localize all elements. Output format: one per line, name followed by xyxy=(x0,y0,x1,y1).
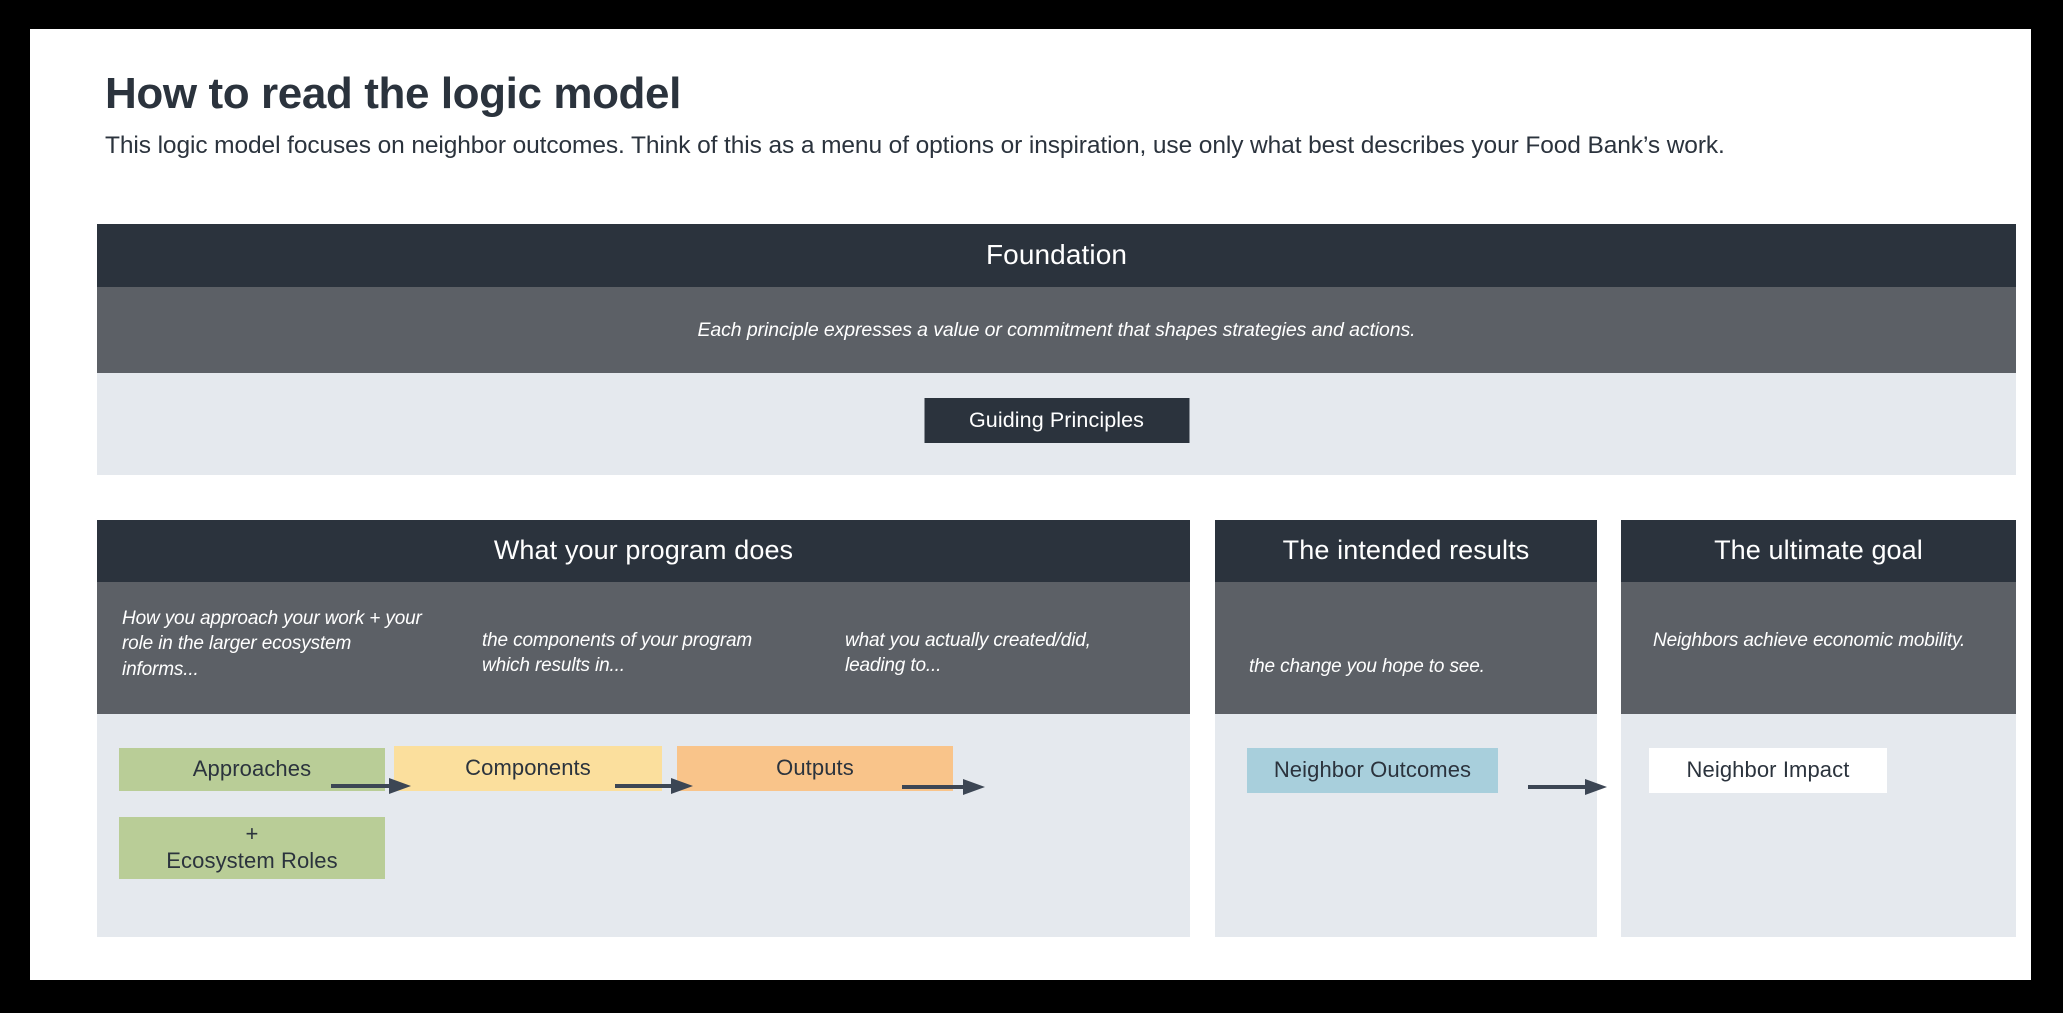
caption-results: the change you hope to see. xyxy=(1249,656,1485,677)
caption-goal: Neighbors achieve economic mobility. xyxy=(1653,630,1966,651)
arrow-components-to-outputs-icon xyxy=(615,776,695,796)
arrow-outputs-to-outcomes-icon xyxy=(902,777,987,797)
results-panel-header: The intended results xyxy=(1215,520,1597,582)
results-body: Neighbor Outcomes xyxy=(1215,714,1597,937)
box-outputs[interactable]: Outputs xyxy=(677,746,953,791)
results-panel: The intended results the change you hope… xyxy=(1215,520,1597,937)
arrow-outcomes-to-impact-icon xyxy=(1528,777,1609,797)
goal-panel: The ultimate goal Neighbors achieve econ… xyxy=(1621,520,2016,937)
header-block: How to read the logic model This logic m… xyxy=(105,69,2005,162)
program-panel: What your program does How you approach … xyxy=(97,520,1190,937)
results-caption-band: the change you hope to see. xyxy=(1215,582,1597,714)
box-components[interactable]: Components xyxy=(394,746,662,791)
box-neighbor-impact[interactable]: Neighbor Impact xyxy=(1649,748,1887,793)
foundation-note: Each principle expresses a value or comm… xyxy=(697,318,1416,341)
ecosystem-plus-sign: + xyxy=(245,821,259,847)
page-title: How to read the logic model xyxy=(105,69,681,118)
page-subtitle: This logic model focuses on neighbor out… xyxy=(105,132,1725,160)
foundation-panel: Foundation Each principle expresses a va… xyxy=(97,224,2016,475)
caption-approaches: How you approach your work + your role i… xyxy=(122,608,422,680)
goal-caption-band: Neighbors achieve economic mobility. xyxy=(1621,582,2016,714)
program-body: Approaches + Ecosystem Roles Components … xyxy=(97,714,1190,937)
goal-panel-header: The ultimate goal xyxy=(1621,520,2016,582)
slide-canvas: How to read the logic model This logic m… xyxy=(30,29,2031,980)
caption-components: the components of your program which res… xyxy=(482,630,753,677)
box-neighbor-outcomes[interactable]: Neighbor Outcomes xyxy=(1247,748,1498,793)
guiding-principles-box[interactable]: Guiding Principles xyxy=(924,398,1189,443)
program-panel-header: What your program does xyxy=(97,520,1190,582)
goal-body: Neighbor Impact xyxy=(1621,714,2016,937)
foundation-note-band: Each principle expresses a value or comm… xyxy=(97,287,2016,373)
foundation-body: Guiding Principles xyxy=(97,373,2016,475)
foundation-header: Foundation xyxy=(97,224,2016,287)
caption-outputs: what you actually created/did, leading t… xyxy=(845,630,1091,677)
box-approaches[interactable]: Approaches xyxy=(119,748,385,791)
arrow-approaches-to-components-icon xyxy=(331,776,413,796)
box-ecosystem-roles[interactable]: + Ecosystem Roles xyxy=(119,817,385,879)
ecosystem-roles-label: Ecosystem Roles xyxy=(166,848,338,873)
program-caption-band: How you approach your work + your role i… xyxy=(97,582,1190,714)
